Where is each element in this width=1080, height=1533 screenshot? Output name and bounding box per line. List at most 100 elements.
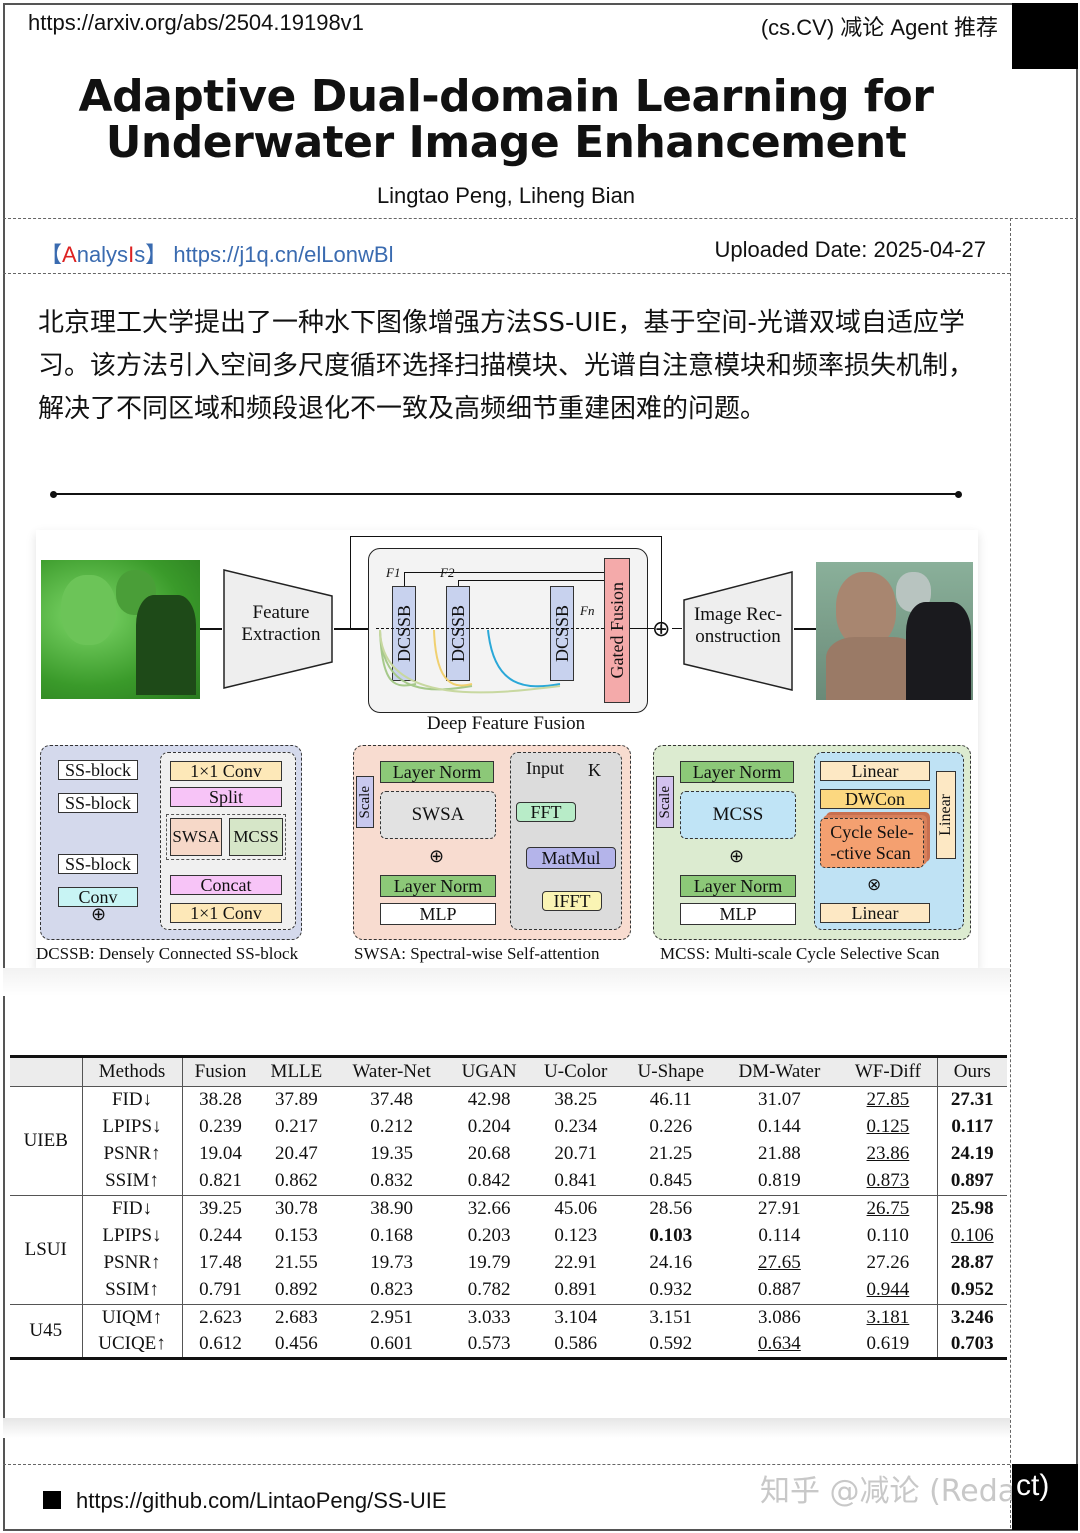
input-underwater-image	[41, 560, 200, 699]
swsa-mcss-group	[166, 814, 286, 860]
value-cell: 0.217	[275, 1116, 318, 1138]
value-cell: 45.06	[554, 1198, 598, 1220]
value-cell: 23.86	[839, 1140, 938, 1169]
header-cell: Water-Net	[334, 1056, 449, 1087]
value-cell: 25.98	[950, 1198, 994, 1220]
metric-cell: SSIM↑	[82, 1276, 183, 1305]
analysis-link-row[interactable]: 【AnalysIs】 https://j1q.cn/elLonwBl	[40, 237, 393, 269]
value-cell: 0.897	[937, 1168, 1007, 1196]
header-cell: Methods	[82, 1056, 183, 1087]
image-reconstruction-block	[683, 571, 793, 691]
value-cell: 19.35	[370, 1143, 413, 1165]
value-cell: 0.204	[467, 1116, 511, 1138]
mcss-core: MCSS	[680, 791, 796, 839]
cycle-selective-scan-block: Cycle Sele--ctive Scan	[820, 818, 924, 868]
dataset-cell: U45	[10, 1304, 83, 1359]
value-cell: 28.87	[950, 1252, 994, 1274]
dcssb-block-2: DCSSB	[446, 586, 470, 681]
metric-cell: PSNR↑	[82, 1249, 183, 1277]
cycle-line-2: -ctive Scan	[830, 843, 911, 863]
layer-norm-2: Layer Norm	[680, 875, 796, 897]
value-cell: 0.117	[951, 1116, 994, 1138]
analysis-label-a: A	[62, 242, 77, 267]
analysis-link[interactable]: https://j1q.cn/elLonwBl	[173, 242, 394, 267]
main-flow-line	[376, 628, 604, 629]
value-cell: 20.47	[275, 1143, 318, 1165]
value-cell: 0.832	[334, 1168, 449, 1196]
dense-connections	[379, 629, 561, 694]
image-reconstruction-label: Image Rec-onstruction	[684, 604, 792, 648]
value-cell: 37.48	[370, 1089, 413, 1111]
corner-block: ct)	[1012, 1464, 1078, 1530]
value-cell: 20.71	[554, 1143, 598, 1165]
github-link[interactable]: https://github.com/LintaoPeng/SS-UIE	[76, 1488, 447, 1513]
swsa-block: SWSA	[170, 818, 222, 856]
mcss-caption: MCSS: Multi-scale Cycle Selective Scan	[660, 944, 940, 963]
value-cell: 0.592	[649, 1333, 693, 1355]
results-table: Methods Fusion MLLE Water-Net UGAN U-Col…	[10, 1055, 1007, 1360]
value-cell: 0.891	[529, 1276, 623, 1305]
value-cell: 0.106	[950, 1225, 994, 1247]
metric-cell: LPIPS↓	[82, 1222, 183, 1250]
mlp-block: MLP	[380, 903, 496, 925]
mlp-block: MLP	[680, 903, 796, 925]
f1-line	[404, 572, 604, 586]
metric-cell: FID↓	[82, 1086, 183, 1114]
arxiv-link[interactable]: https://arxiv.org/abs/2504.19198v1	[28, 10, 364, 35]
value-cell: 0.103	[649, 1225, 693, 1247]
value-cell: 38.25	[554, 1089, 598, 1111]
metric-cell: SSIM↑	[82, 1168, 183, 1196]
feature-extraction-label: Feature Extraction	[241, 602, 321, 645]
dataset-cell: UIEB	[10, 1086, 83, 1196]
add-operator: ⊕	[729, 846, 745, 866]
value-cell: 0.125	[839, 1113, 938, 1141]
bullet-square-icon	[43, 1491, 61, 1509]
watermark: 知乎 @减论 (Redact)	[760, 1474, 1057, 1509]
arrow	[672, 628, 682, 629]
value-cell: 2.683	[275, 1306, 318, 1328]
header-cell: U-Color	[529, 1056, 623, 1087]
header-cell: Fusion	[182, 1056, 259, 1087]
skip-connection	[350, 536, 662, 628]
value-cell: 0.823	[334, 1276, 449, 1305]
linear-block-top: Linear	[820, 761, 930, 781]
value-cell: 0.234	[554, 1116, 598, 1138]
dashed-divider	[3, 218, 1078, 219]
value-cell: 38.90	[370, 1198, 413, 1220]
arrow	[630, 628, 654, 629]
value-cell: 21.88	[758, 1143, 801, 1165]
value-cell: 32.66	[467, 1198, 511, 1220]
conv1x1-block-top: 1×1 Conv	[170, 761, 282, 781]
header-cell	[10, 1056, 83, 1087]
value-cell: 0.845	[622, 1168, 720, 1196]
ss-block-3: SS-block	[58, 854, 138, 874]
value-cell: 3.033	[467, 1306, 511, 1328]
linear-block-side: Linear	[936, 771, 956, 859]
header-cell: WF-Diff	[839, 1056, 938, 1087]
page-frame	[3, 3, 1078, 1531]
value-cell: 0.619	[839, 1331, 938, 1359]
k-label: K	[588, 760, 601, 780]
conv1x1-block-bottom: 1×1 Conv	[170, 903, 282, 923]
value-cell: 20.68	[467, 1143, 511, 1165]
value-cell: 0.791	[182, 1276, 259, 1305]
value-cell: 27.91	[758, 1198, 801, 1220]
value-cell: 0.887	[719, 1276, 840, 1305]
value-cell: 0.944	[839, 1276, 938, 1305]
value-cell: 3.086	[758, 1306, 801, 1328]
value-cell: 21.25	[649, 1143, 693, 1165]
value-cell: 42.98	[467, 1089, 511, 1111]
value-cell: 27.31	[950, 1089, 994, 1111]
add-operator: ⊕	[91, 904, 107, 924]
title-line-1: Adaptive Dual-domain Learning for	[78, 71, 934, 122]
value-cell: 2.951	[370, 1306, 413, 1328]
header-cell: U-Shape	[622, 1056, 720, 1087]
value-cell: 28.56	[649, 1198, 693, 1220]
value-cell: 27.65	[758, 1252, 801, 1274]
dwcon-block: DWCon	[820, 789, 930, 809]
